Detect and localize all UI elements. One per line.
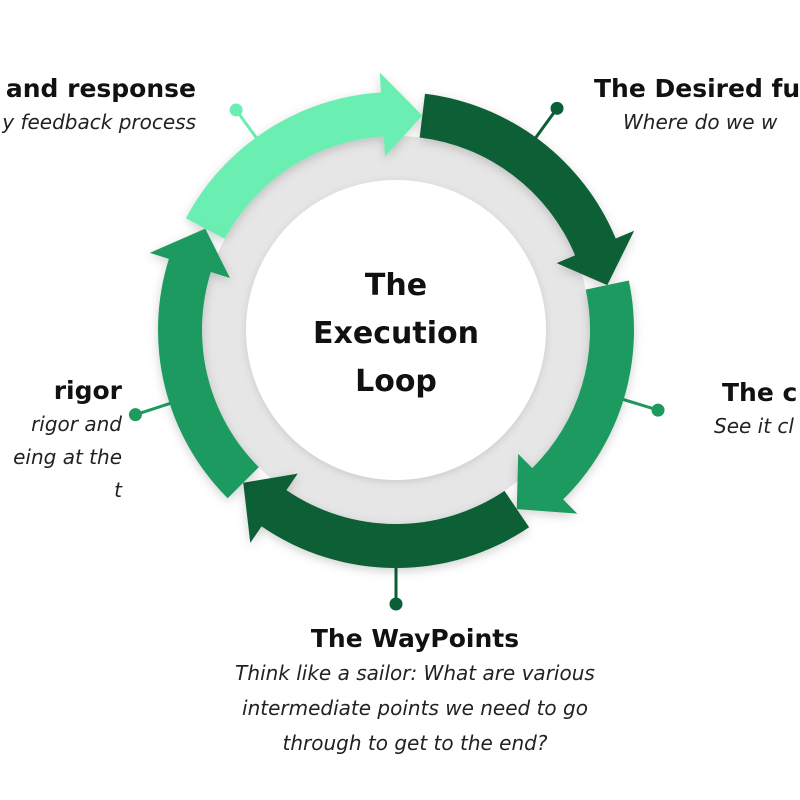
- stage-label-rigor: rigor rigor and eing at the t: [0, 374, 122, 507]
- stage-title: The c: [722, 378, 798, 407]
- center-disc: [246, 180, 546, 480]
- center-title-line-3: Loop: [355, 364, 437, 399]
- loop-arrows: [149, 72, 635, 568]
- loop-arrow-clarity: [516, 280, 634, 514]
- loop-arrow-waypoints: [243, 473, 530, 568]
- connector-dot-feedback: [229, 103, 243, 117]
- stage-description-line-2: intermediate points we need to go: [242, 696, 588, 720]
- stage-label-waypoints: The WayPoints Think like a sailor: What …: [200, 622, 630, 761]
- stage-title: rigor: [53, 376, 122, 405]
- connector-line-rigor: [134, 400, 174, 417]
- stage-label-desired-future: The Desired fut Where do we w: [594, 72, 800, 139]
- center-title: The Execution Loop: [296, 262, 496, 406]
- stage-description-line-3: through to get to the end?: [282, 731, 548, 755]
- connector-line-clarity: [619, 396, 659, 412]
- stage-label-feedback: and response y feedback process: [0, 72, 196, 139]
- loop-arrow-rigor: [149, 228, 259, 499]
- connectors: [128, 101, 665, 611]
- center-title-line-2: Execution: [313, 316, 479, 351]
- stage-description-line-1: Think like a sailor: What are various: [235, 661, 595, 685]
- stage-description: See it cl: [714, 414, 794, 438]
- stage-description-line-2: eing at the: [13, 445, 122, 469]
- stage-description-line-1: rigor and: [31, 412, 122, 436]
- connector-dot-clarity: [651, 403, 665, 417]
- loop-arrow-feedback: [185, 72, 423, 239]
- stage-title: The Desired fut: [594, 74, 800, 103]
- connector-line-desired-future: [532, 107, 559, 142]
- connector-dot-rigor: [128, 408, 142, 422]
- connector-dot-desired-future: [550, 101, 564, 115]
- connector-dot-waypoints: [389, 597, 403, 611]
- loop-arrow-desired-future: [419, 93, 635, 286]
- stage-label-clarity: The c See it cl: [714, 376, 798, 443]
- stage-title: and response: [5, 74, 196, 103]
- center-title-line-1: The: [364, 268, 428, 303]
- stage-description: Where do we w: [623, 110, 778, 134]
- stage-title: The WayPoints: [310, 624, 520, 653]
- stage-description: y feedback process: [2, 110, 196, 134]
- stage-description-line-3: t: [114, 478, 122, 502]
